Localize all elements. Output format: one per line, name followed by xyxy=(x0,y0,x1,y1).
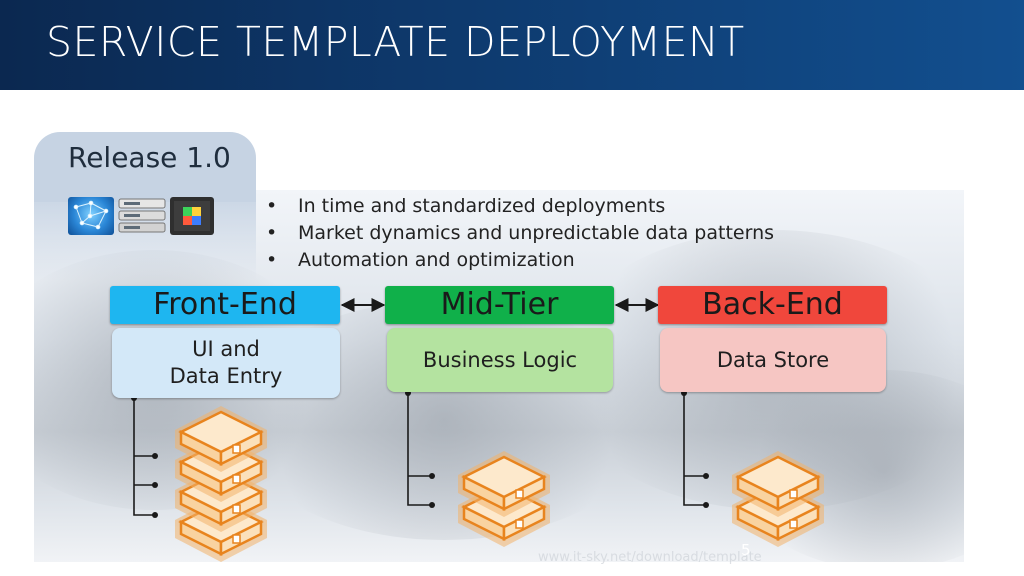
bullet-item: In time and standardized deployments xyxy=(262,193,774,220)
tier-description: Business Logic xyxy=(422,347,578,372)
tier-box-mid-tier: Business Logic xyxy=(387,328,613,392)
mid-tier-connector xyxy=(407,393,432,506)
mid-tier-server-stack xyxy=(456,449,552,549)
tier-header-back-end: Back-End xyxy=(658,286,887,324)
front-end-connector xyxy=(133,398,155,516)
tier-description: Data Store xyxy=(716,347,830,372)
bullet-list: In time and standardized deployments Mar… xyxy=(262,193,774,274)
server-rack-icon xyxy=(118,197,166,235)
tier-box-front-end: UI and Data Entry xyxy=(112,328,340,398)
tier-box-back-end: Data Store xyxy=(660,328,886,392)
tier-header-mid-tier: Mid-Tier xyxy=(385,286,614,324)
slide-title: SERVICE TEMPLATE DEPLOYMENT xyxy=(46,18,745,66)
footer-url: www.it-sky.net/download/template xyxy=(538,550,762,565)
page-number: 5 xyxy=(741,541,751,559)
back-end-server-stack xyxy=(730,449,826,549)
tier-description: Data Entry xyxy=(169,364,283,388)
front-end-server-stack xyxy=(173,404,269,564)
network-globe-icon xyxy=(68,197,114,235)
tier-description: UI and xyxy=(192,337,260,361)
tier-header-front-end: Front-End xyxy=(110,286,340,324)
processor-chip-icon xyxy=(170,197,214,235)
title-bar xyxy=(0,0,1024,90)
release-label: Release 1.0 xyxy=(68,141,231,174)
bullet-item: Market dynamics and unpredictable data p… xyxy=(262,220,774,247)
bullet-item: Automation and optimization xyxy=(262,247,774,274)
back-end-connector xyxy=(683,393,706,506)
